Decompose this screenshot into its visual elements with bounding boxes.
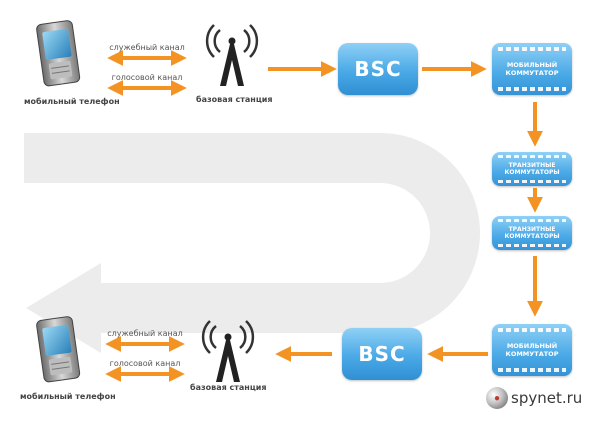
service-channel-label: служебный канал bbox=[109, 43, 185, 52]
film-strip-icon bbox=[498, 47, 566, 51]
watermark-text: spynet.ru bbox=[511, 389, 583, 407]
film-strip-icon bbox=[498, 328, 566, 332]
film-strip-icon bbox=[498, 219, 566, 222]
bsc-block: BSC bbox=[342, 328, 422, 380]
watermark-logo: ● spynet.ru bbox=[486, 385, 582, 411]
mobile-switch-label: МОБИЛЬНЫЙ КОММУТАТОР bbox=[505, 61, 559, 77]
voice-channel-label: голосовой канал bbox=[109, 359, 181, 368]
return-path-arrow bbox=[24, 133, 480, 353]
station-label: базовая станция bbox=[190, 383, 267, 392]
transit-switch-label: ТРАНЗИТНЫЕ КОММУТАТОРЫ bbox=[504, 226, 560, 240]
film-strip-icon bbox=[498, 368, 566, 372]
film-strip-icon bbox=[498, 180, 566, 183]
transit-switch-block: ТРАНЗИТНЫЕ КОММУТАТОРЫ bbox=[492, 152, 572, 186]
mobile-switch-block: МОБИЛЬНЫЙ КОММУТАТОР bbox=[492, 324, 572, 376]
phone-icon bbox=[36, 20, 81, 87]
film-strip-icon bbox=[498, 87, 566, 91]
antenna-tower-icon bbox=[205, 24, 259, 86]
station-label: базовая станция bbox=[196, 95, 273, 104]
film-strip-icon bbox=[498, 244, 566, 247]
mobile-switch-block: МОБИЛЬНЫЙ КОММУТАТОР bbox=[492, 43, 572, 95]
film-strip-icon bbox=[498, 155, 566, 158]
mobile-switch-label: МОБИЛЬНЫЙ КОММУТАТОР bbox=[505, 342, 559, 358]
service-channel-label: служебный канал bbox=[107, 329, 183, 338]
phone-label: мобильный телефон bbox=[20, 392, 116, 401]
voice-channel-label: голосовой канал bbox=[111, 73, 183, 82]
transit-switch-block: ТРАНЗИТНЫЕ КОММУТАТОРЫ bbox=[492, 216, 572, 250]
transit-switch-label: ТРАНЗИТНЫЕ КОММУТАТОРЫ bbox=[504, 162, 560, 176]
ball-logo-icon: ● bbox=[486, 387, 508, 409]
antenna-tower-icon bbox=[201, 320, 255, 382]
phone-label: мобильный телефон bbox=[24, 97, 120, 106]
phone-icon bbox=[36, 316, 81, 383]
bsc-block: BSC bbox=[338, 43, 418, 95]
